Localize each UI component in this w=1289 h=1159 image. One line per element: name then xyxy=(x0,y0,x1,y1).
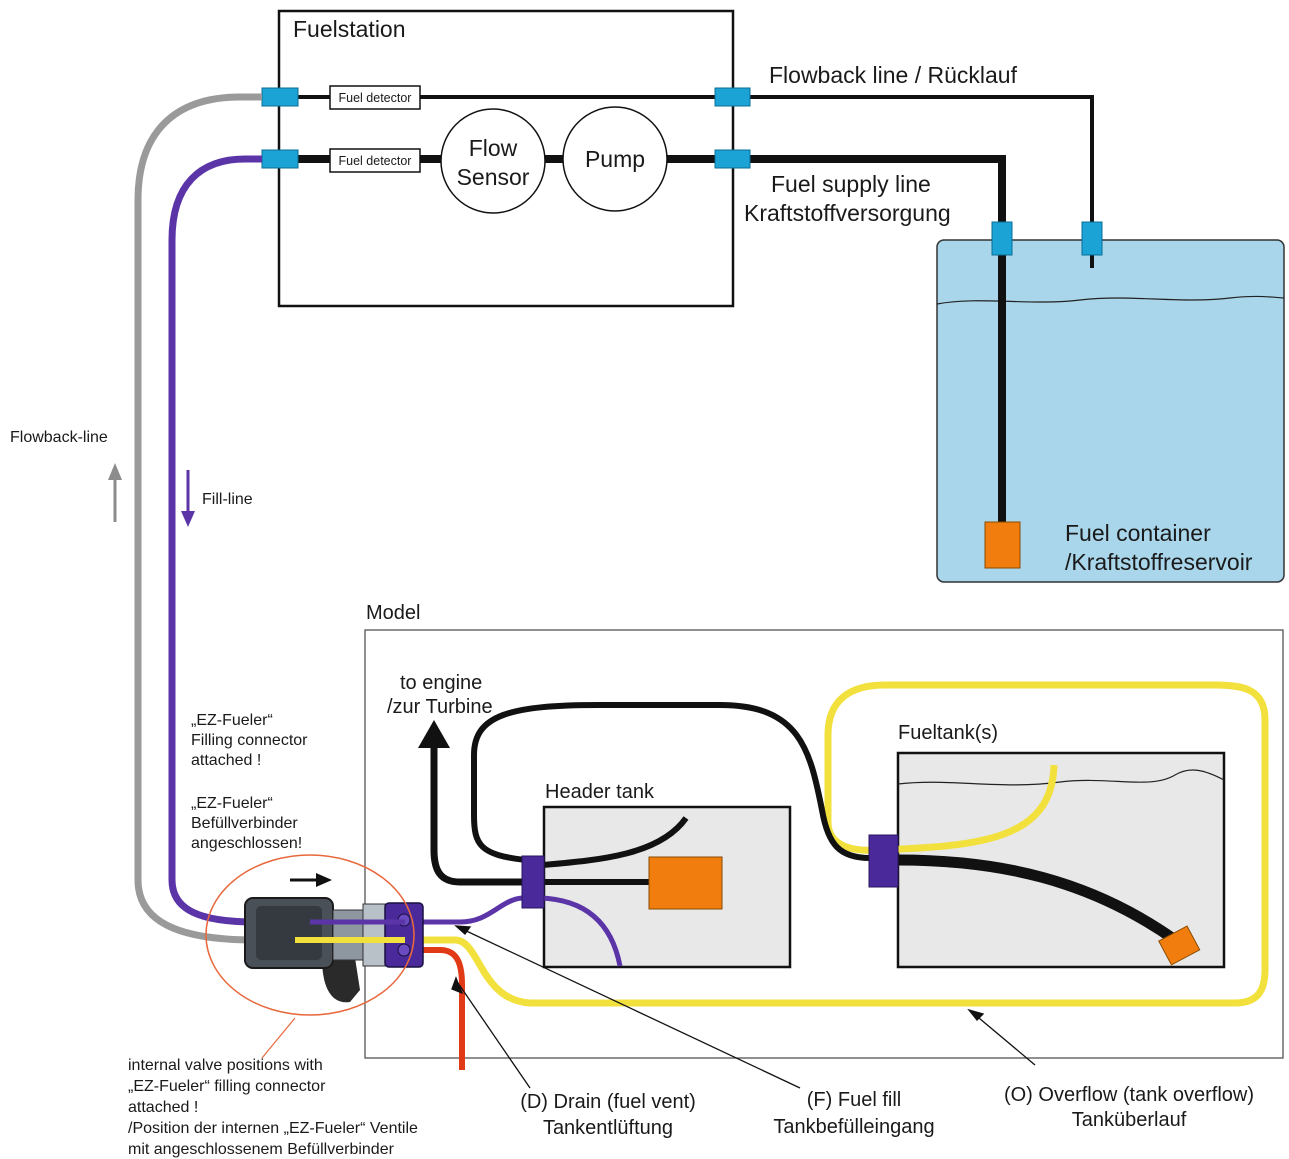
fill-label-2: Tankbefülleingang xyxy=(773,1116,934,1138)
fuel-container-label-2: /Kraftstoffreservoir xyxy=(1065,549,1253,575)
flow-sensor xyxy=(440,108,546,214)
fueltank-connector xyxy=(868,834,899,888)
flowback-hose-label: Flowback-line xyxy=(10,429,108,446)
connector-supply-cap xyxy=(991,221,1013,256)
container-pickup xyxy=(984,521,1021,569)
flowback-line-label: Flowback line / Rücklauf xyxy=(769,62,1018,88)
fuel-supply-line-pipe xyxy=(298,155,1006,528)
fuel-supply-line-label-1: Fuel supply line xyxy=(771,171,931,197)
valve-note-4: /Position der internen „EZ-Fueler“ Venti… xyxy=(128,1120,418,1137)
valve-note-5: mit angeschlossenem Befüllverbinder xyxy=(128,1141,395,1158)
header-tank-return-line xyxy=(542,816,689,868)
fuel-detector-1-label: Fuel detector xyxy=(339,91,412,105)
valve-note-1: internal valve positions with xyxy=(128,1057,323,1074)
fueltank-label: Fueltank(s) xyxy=(898,722,998,744)
fuel-detector-2 xyxy=(329,148,421,173)
callout-pointers xyxy=(451,925,1036,1089)
connectors xyxy=(261,87,1103,256)
fuel-container xyxy=(936,239,1285,583)
ez-note-en-3: attached ! xyxy=(191,752,261,769)
ez-note-de-3: angeschlossen! xyxy=(191,835,302,852)
connector-right-top xyxy=(714,87,751,107)
ez-fueler-port xyxy=(384,902,424,968)
fuel-detector-1 xyxy=(329,85,421,110)
ez-note-de-2: Befüllverbinder xyxy=(191,815,298,832)
drain-pointer xyxy=(457,982,531,1089)
flow-sensor-label-2: Sensor xyxy=(457,164,530,190)
ez-note-de-1: „EZ-Fueler“ xyxy=(191,795,273,812)
fuel-detector-2-label: Fuel detector xyxy=(339,154,412,168)
header-to-fueltank-line xyxy=(471,702,871,863)
ez-fueler-connector xyxy=(244,897,424,1003)
fill-direction-arrow xyxy=(181,470,195,527)
header-tank-pickup xyxy=(648,856,723,910)
fuel-supply-line-label-2: Kraftstoffversorgung xyxy=(744,200,951,226)
fueltank-pickup xyxy=(1158,925,1201,966)
ez-fueler-highlight-ring xyxy=(205,854,415,1016)
fueltank-pickup-line xyxy=(897,854,1179,945)
drain-label-1: (D) Drain (fuel vent) xyxy=(520,1091,696,1113)
fill-pointer xyxy=(459,927,801,1089)
connect-direction-arrow xyxy=(290,873,332,887)
fill-label-1: (F) Fuel fill xyxy=(807,1089,901,1111)
drain-label-2: Tankentlüftung xyxy=(543,1117,673,1139)
valve-note-2: „EZ-Fueler“ filling connector xyxy=(128,1078,326,1095)
container-fuel-surface xyxy=(936,295,1285,305)
engine-direction-arrow xyxy=(418,720,450,748)
pump-label: Pump xyxy=(585,146,645,172)
ez-fueler-note: „EZ-Fueler“ Filling connector attached !… xyxy=(191,712,308,852)
overflow-label-2: Tanküberlauf xyxy=(1072,1109,1187,1131)
connector-left-bottom xyxy=(261,149,299,169)
flowback-hose xyxy=(134,93,310,944)
ez-fueler-handle xyxy=(322,958,360,1003)
valve-note-pointer xyxy=(261,1017,296,1059)
fuelstation-title: Fuelstation xyxy=(293,16,406,42)
overflow-pointer xyxy=(972,1012,1036,1066)
flowback-direction-arrow xyxy=(108,463,122,522)
engine-feed-line xyxy=(430,745,522,886)
fuel-container-label-1: Fuel container xyxy=(1065,520,1211,546)
ez-note-en-1: „EZ-Fueler“ xyxy=(191,712,273,729)
drain-line xyxy=(410,947,465,1070)
overflow-label-1: (O) Overflow (tank overflow) xyxy=(1004,1084,1254,1106)
connector-flowback-cap xyxy=(1081,221,1103,256)
header-tank-label: Header tank xyxy=(545,781,655,803)
overflow-line xyxy=(310,681,1269,1007)
flow-sensor-label-1: Flow xyxy=(469,135,518,161)
ez-note-en-2: Filling connector xyxy=(191,732,308,749)
connector-left-top xyxy=(261,87,299,107)
fueltank-fuel-surface xyxy=(897,769,1225,786)
fill-hose xyxy=(168,155,310,926)
valve-note-3: attached ! xyxy=(128,1099,198,1116)
engine-label-1: to engine xyxy=(400,672,482,694)
pump xyxy=(562,106,668,212)
valve-note: internal valve positions with „EZ-Fueler… xyxy=(128,1057,418,1158)
engine-label-2: /zur Turbine xyxy=(387,696,493,718)
model-title: Model xyxy=(366,602,420,624)
flowback-line-pipe xyxy=(298,95,1094,268)
header-tank-connector xyxy=(521,855,545,909)
connector-right-bottom xyxy=(714,149,751,169)
fill-hose-label: Fill-line xyxy=(202,491,253,508)
